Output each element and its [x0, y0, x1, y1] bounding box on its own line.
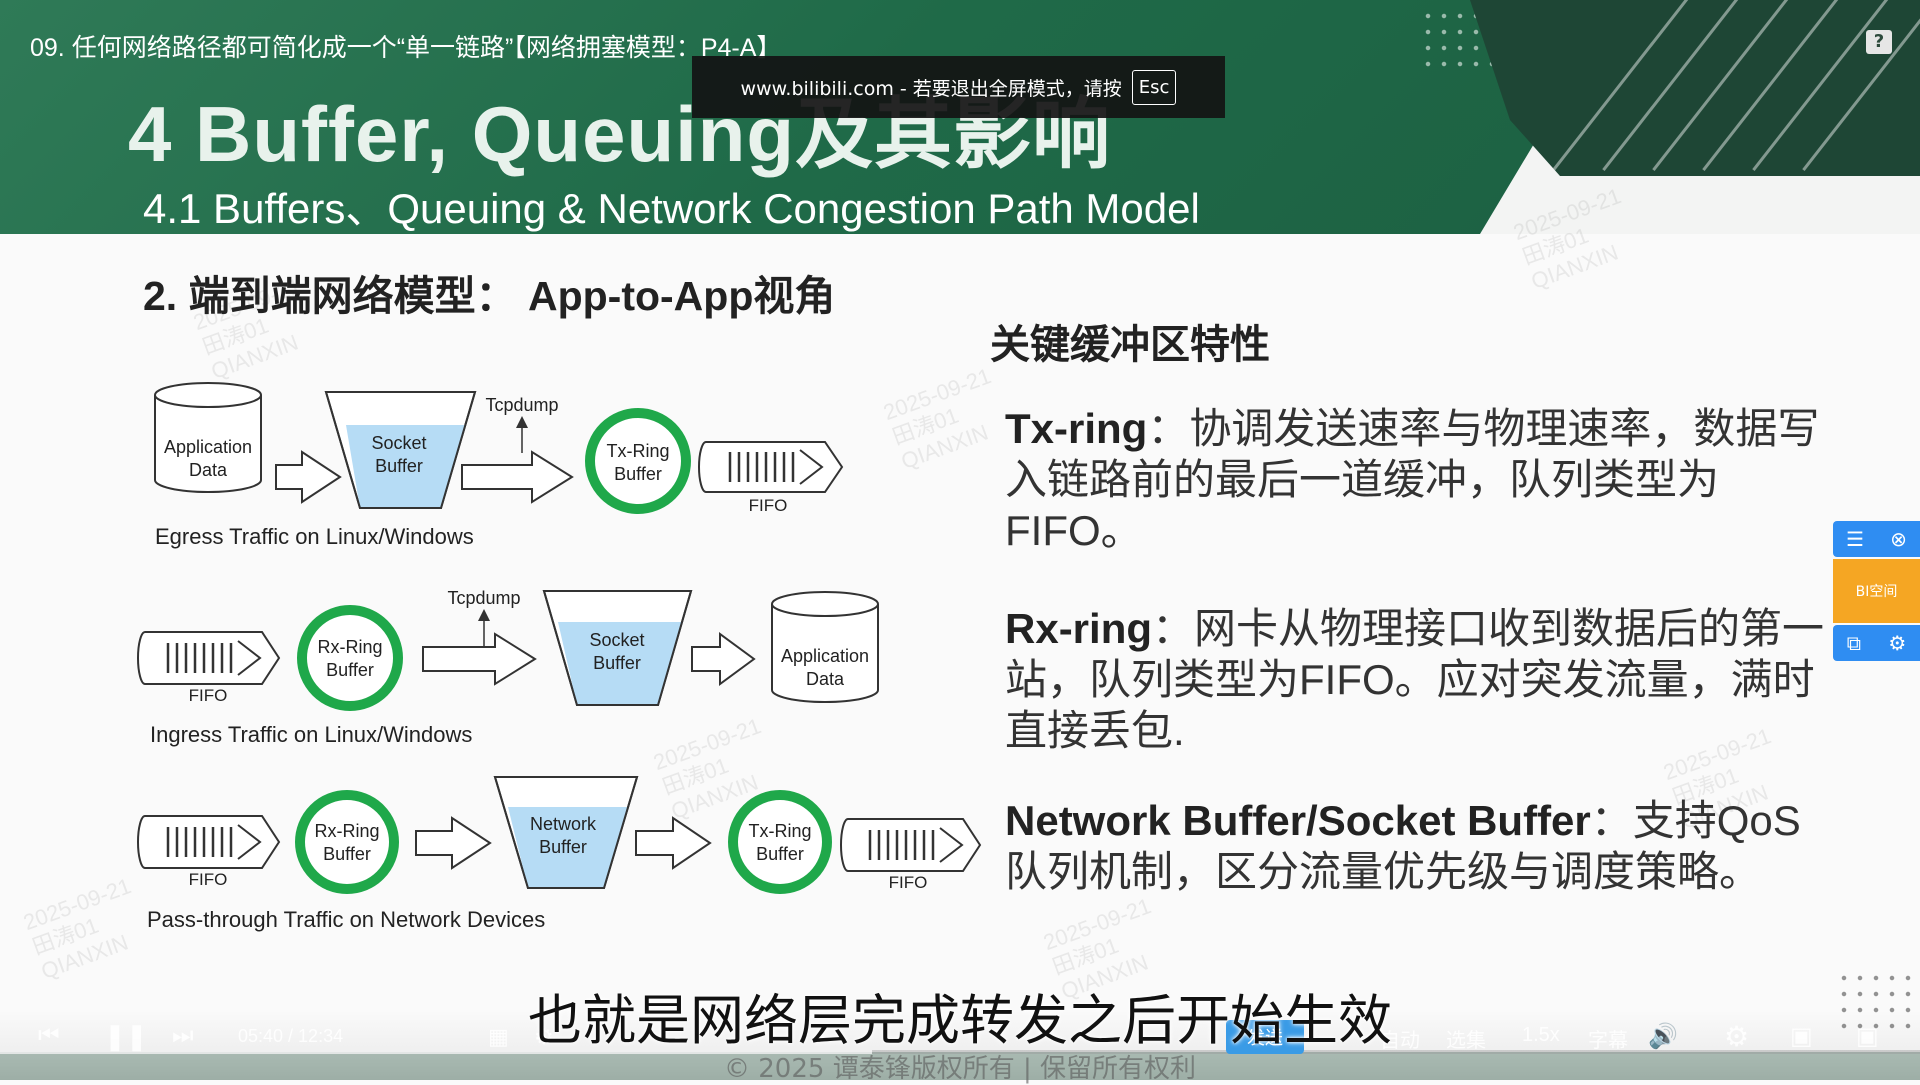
egress-caption: Egress Traffic on Linux/Windows [155, 524, 474, 549]
close-icon[interactable]: ⊗ [1890, 527, 1907, 551]
svg-text:FIFO: FIFO [749, 496, 788, 515]
bi-space-button[interactable]: BI空间 [1833, 559, 1920, 623]
fullscreen-notice-text: www.bilibili.com - 若要退出全屏模式，请按 [740, 77, 1122, 100]
danmaku-icon[interactable]: ▦ [488, 1024, 509, 1049]
svg-text:FIFO: FIFO [189, 686, 228, 705]
svg-text:Buffer: Buffer [323, 844, 371, 864]
point-rx-ring: Rx-ring：网卡从物理接口收到数据后的第一站，队列类型为FIFO。应对突发流… [1005, 603, 1835, 756]
ingress-tcpdump-label: Tcpdump [447, 588, 520, 608]
egress-app-data-label-1: Application [164, 437, 252, 457]
svg-text:Buffer: Buffer [593, 653, 641, 673]
arrow-icon [415, 816, 492, 870]
time-display: 05:40 / 12:34 [238, 1026, 344, 1046]
egress-tx-ring: Tx-Ring Buffer [585, 408, 691, 514]
point-text: ：支持QoS 队列机制，区分流量优先级与调度策略。 [1005, 797, 1801, 895]
svg-text:Rx-Ring: Rx-Ring [317, 637, 382, 657]
egress-app-data-label-2: Data [189, 460, 228, 480]
player-control-bar [0, 1010, 1920, 1080]
point-term: Tx-ring [1005, 405, 1148, 452]
svg-text:Data: Data [806, 669, 845, 689]
ingress-app-data-cylinder: Application Data [771, 591, 879, 703]
key-title: 关键缓冲区特性 [990, 322, 1270, 368]
settings-icon[interactable]: ⚙ [1724, 1021, 1750, 1052]
ingress-rx-ring: Rx-Ring Buffer [297, 605, 403, 711]
decor-dots [1836, 970, 1920, 1030]
svg-text:Buffer: Buffer [375, 456, 423, 476]
progress-fill [0, 1050, 872, 1054]
arrow-icon [635, 816, 712, 870]
video-subtitle: 也就是网络层完成转发之后开始生效 [528, 991, 1392, 1051]
svg-text:Rx-Ring: Rx-Ring [314, 821, 379, 841]
auto-play-toggle[interactable]: 自动 [1380, 1030, 1420, 1052]
svg-text:Buffer: Buffer [539, 837, 587, 857]
passthrough-diagram: FIFO Rx-Ring Buffer Network Buffer Tx-Ri… [137, 776, 982, 932]
arrow-icon [461, 450, 574, 504]
help-icon[interactable]: ? [1866, 30, 1892, 54]
slide-subheading: 4.1 Buffers、Queuing & Network Congestion… [143, 185, 1200, 232]
arrow-icon [275, 450, 342, 504]
section-title: 2. 端到端网络模型： App-to-App视角 [143, 273, 836, 319]
ingress-diagram: FIFO Rx-Ring Buffer Tcpdump Socket Buffe… [137, 588, 879, 747]
episodes-button[interactable]: 选集 [1446, 1030, 1486, 1052]
buffer-diagrams: Application Data Socket Buffer Tcpdump T… [137, 382, 982, 932]
passthrough-caption: Pass-through Traffic on Network Devices [147, 907, 545, 932]
list-icon[interactable]: ☰ [1846, 527, 1864, 551]
progress-track[interactable] [0, 1050, 1920, 1054]
passthrough-rx-ring: Rx-Ring Buffer [295, 790, 399, 894]
ingress-caption: Ingress Traffic on Linux/Windows [150, 722, 472, 747]
svg-text:Network: Network [530, 814, 597, 834]
video-title: 09. 任何网络路径都可简化成一个“单一链路”【网络拥塞模型：P4-A】 [30, 34, 782, 62]
egress-app-data-cylinder: Application Data [154, 382, 262, 493]
point-text: ：协调发送速率与物理速率，数据写入链路前的最后一道缓冲，队列类型为FIFO。 [1005, 405, 1820, 554]
header-dark-panel [1470, 0, 1920, 176]
subtitle-button[interactable]: 字幕 [1588, 1030, 1628, 1052]
fullscreen-notice: www.bilibili.com - 若要退出全屏模式，请按 Esc [692, 56, 1225, 118]
arrow-icon [422, 632, 537, 686]
side-floating-panel: ☰ ⊗ BI空间 ⧉ ⚙ [1833, 521, 1920, 661]
point-text: ：网卡从物理接口收到数据后的第一站，队列类型为FIFO。应对突发流量，满时直接丢… [1005, 605, 1825, 754]
point-term: Rx-ring [1005, 605, 1152, 652]
egress-diagram: Application Data Socket Buffer Tcpdump T… [154, 382, 844, 549]
svg-text:FIFO: FIFO [189, 870, 228, 889]
svg-text:Tx-Ring: Tx-Ring [606, 441, 669, 461]
arrow-icon [691, 632, 756, 686]
danmaku-settings-icon[interactable]: ⚙ [534, 1024, 554, 1049]
svg-text:FIFO: FIFO [889, 873, 928, 892]
next-icon[interactable]: ⏭ [172, 1022, 194, 1049]
side-panel-bottom: ⧉ ⚙ [1833, 625, 1920, 661]
svg-text:Buffer: Buffer [756, 844, 804, 864]
egress-fifo-queue: FIFO [698, 441, 844, 515]
passthrough-network-buffer: Network Buffer [493, 776, 639, 889]
egress-socket-buffer: Socket Buffer [324, 391, 477, 509]
previous-icon[interactable]: ⏮ [38, 1022, 60, 1049]
svg-text:Socket: Socket [371, 433, 426, 453]
share-icon[interactable]: ⧉ [1846, 631, 1861, 655]
send-danmaku-button[interactable]: 发送 [1226, 1020, 1304, 1054]
passthrough-fifo-out: FIFO [840, 818, 982, 892]
esc-key: Esc [1131, 69, 1177, 105]
point-term: Network Buffer/Socket Buffer [1005, 797, 1591, 844]
side-panel-top: ☰ ⊗ [1833, 521, 1920, 557]
settings-icon[interactable]: ⚙ [1888, 631, 1907, 655]
copyright-text: © 2025 谭泰锋版权所有 | 保留所有权利 [724, 1054, 1196, 1084]
passthrough-fifo-in: FIFO [137, 815, 281, 889]
point-network-buffer: Network Buffer/Socket Buffer：支持QoS 队列机制，… [1005, 795, 1835, 897]
svg-text:Tx-Ring: Tx-Ring [748, 821, 811, 841]
speed-button[interactable]: 1.5x [1522, 1024, 1560, 1046]
volume-icon[interactable]: 🔊 [1648, 1023, 1678, 1050]
point-tx-ring: Tx-ring：协调发送速率与物理速率，数据写入链路前的最后一道缓冲，队列类型为… [1005, 403, 1835, 556]
passthrough-tx-ring: Tx-Ring Buffer [728, 790, 832, 894]
ingress-fifo-queue: FIFO [137, 631, 281, 705]
slide-footer-band [0, 1052, 1920, 1080]
svg-text:Buffer: Buffer [614, 464, 662, 484]
ingress-socket-buffer: Socket Buffer [542, 590, 693, 706]
pip-icon[interactable]: ▣ [1790, 1023, 1813, 1050]
svg-text:Socket: Socket [589, 630, 644, 650]
egress-tcpdump-label: Tcpdump [485, 395, 558, 415]
svg-text:Application: Application [781, 646, 869, 666]
svg-text:Buffer: Buffer [326, 660, 374, 680]
pause-icon[interactable]: ❚❚ [104, 1021, 148, 1051]
